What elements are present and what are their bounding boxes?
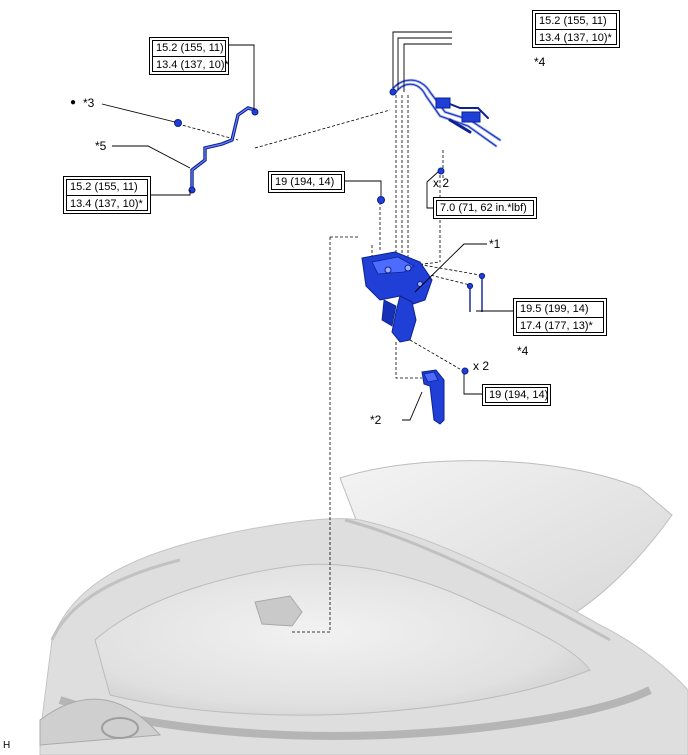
torque-box-right-mid: 19.5 (199, 14) 17.4 (177, 13)*	[513, 298, 607, 336]
callout-part-2: *2	[370, 413, 382, 427]
grommet-marked	[174, 119, 182, 127]
torque-value: 15.2 (155, 11)	[70, 180, 138, 193]
leader-lines	[101, 31, 513, 421]
torque-value-alt: 17.4 (177, 13)*	[517, 316, 603, 334]
torque-value: 15.2 (155, 11)	[156, 41, 224, 54]
torque-value-alt: 13.4 (137, 10)*	[67, 194, 147, 212]
torque-value-alt: 13.4 (137, 10)*	[536, 28, 616, 46]
torque-box-nut-small: 7.0 (71, 62 in.*lbf)	[433, 197, 537, 219]
quantity-upper: x 2	[433, 176, 450, 190]
engine-bay-floor	[94, 563, 591, 716]
cowl-edge	[344, 518, 611, 642]
engine-cover-bracket	[254, 595, 303, 627]
torque-value: 19 (194, 14)	[275, 176, 335, 188]
bolt-lower	[461, 367, 469, 375]
line-bracket	[461, 111, 481, 123]
line-clamp	[435, 97, 451, 109]
brake-actuator-assembly	[361, 251, 433, 343]
callout-part-3: *3	[83, 96, 95, 110]
corner-code: H	[3, 740, 11, 751]
torque-value-alt: 13.4 (137, 10)*	[153, 55, 229, 73]
brake-line-left	[190, 106, 257, 190]
torque-box-bolt-center: 19 (194, 14)	[268, 171, 345, 193]
fender-left	[50, 558, 181, 641]
callout-part-1: *1	[489, 237, 501, 251]
torque-box-bottom-right: 19 (194, 14)	[482, 384, 551, 406]
actuator-bracket	[421, 369, 445, 425]
torque-value: 7.0 (71, 62 in.*lbf)	[440, 202, 527, 214]
callout-part-5: *5	[95, 139, 107, 153]
torque-box-top-left: 15.2 (155, 11) 13.4 (137, 10)*	[149, 37, 229, 75]
torque-box-left-mid: 15.2 (155, 11) 13.4 (137, 10)*	[63, 176, 151, 214]
torque-value: 19.5 (199, 14)	[520, 302, 589, 315]
quantity-lower: x 2	[473, 359, 490, 373]
emblem	[101, 717, 139, 739]
nut-upper	[437, 167, 445, 175]
callout-part-4-top: *4	[534, 55, 546, 69]
line-stubs-right	[466, 272, 486, 312]
callout-part-4-right: *4	[517, 344, 529, 358]
union-fitting-left-lower	[188, 186, 196, 194]
dot-marker: ●	[70, 97, 77, 108]
vehicle-engine-bay	[39, 460, 688, 755]
brake-line-bundle	[390, 78, 502, 148]
bolt-center	[377, 196, 385, 204]
torque-box-top-right: 15.2 (155, 11) 13.4 (137, 10)*	[532, 10, 620, 48]
torque-value: 19 (194, 14)	[489, 389, 549, 401]
torque-value: 15.2 (155, 11)	[539, 14, 607, 27]
union-fitting-left-upper	[251, 108, 259, 116]
union-fitting-top	[389, 88, 397, 96]
bumper-grille	[39, 698, 162, 746]
